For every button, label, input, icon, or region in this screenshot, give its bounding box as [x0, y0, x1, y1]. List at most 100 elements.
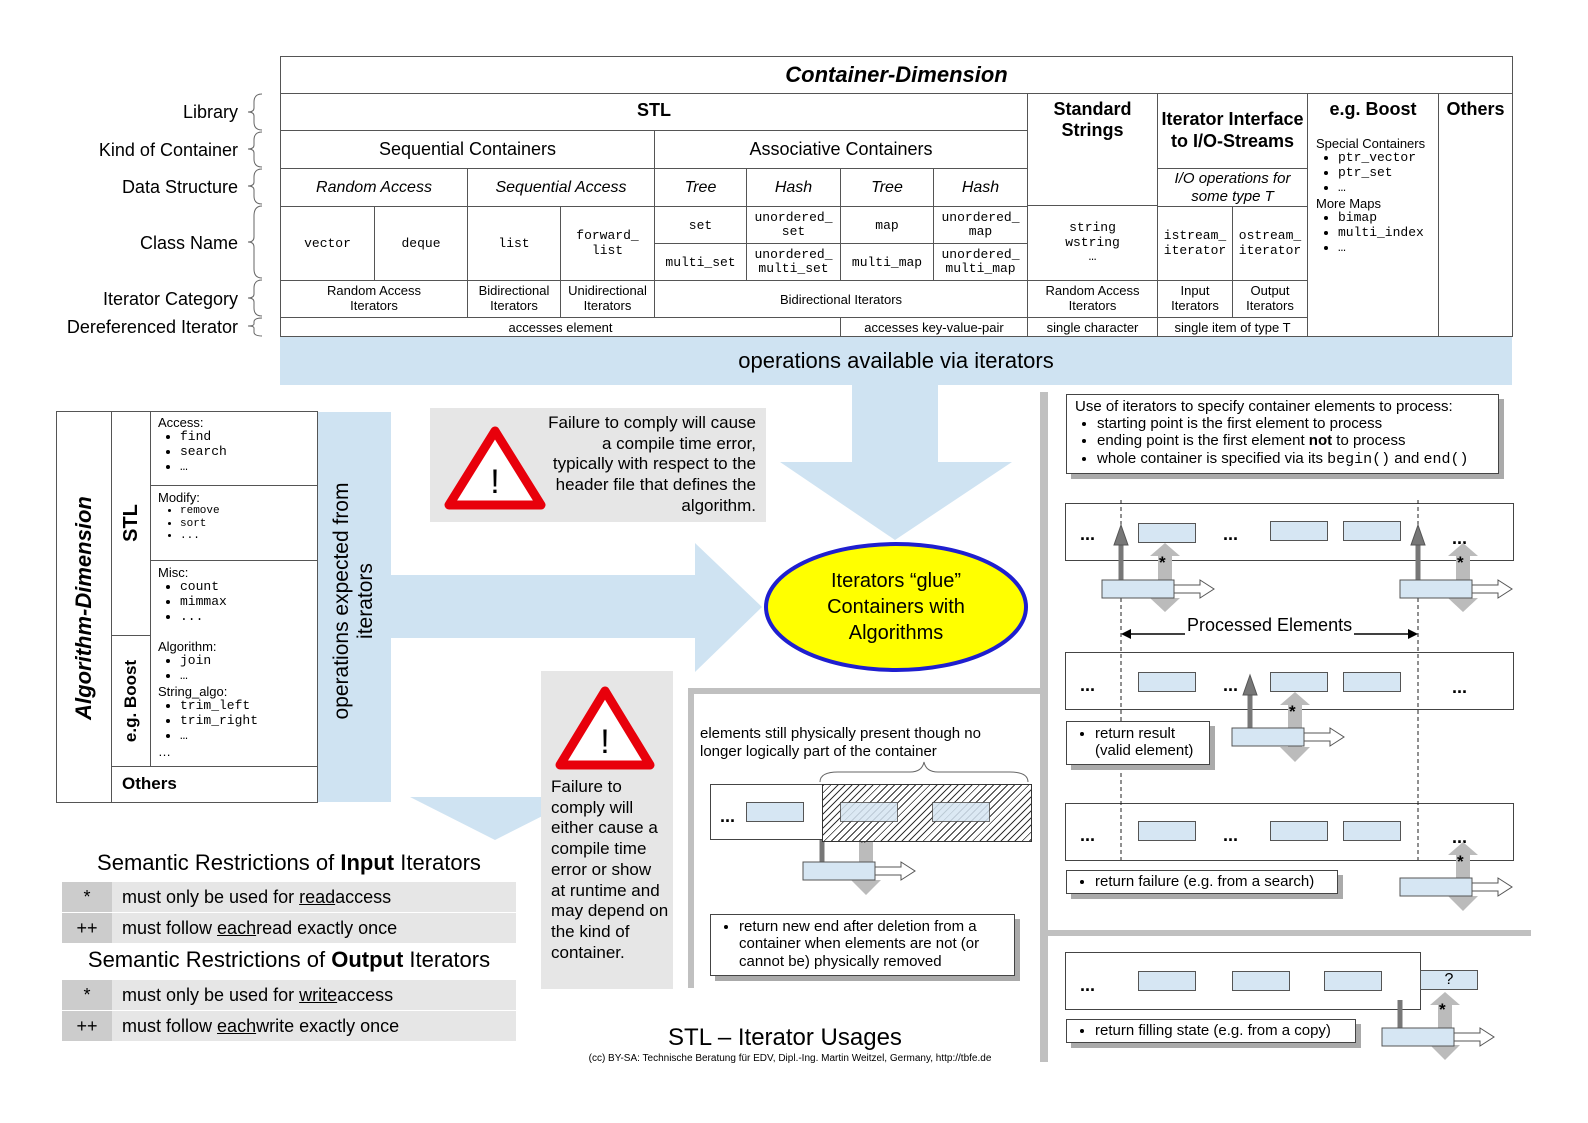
- class-wstring: wstring: [1065, 234, 1120, 250]
- algo-item: count: [180, 579, 227, 595]
- row-label-kind: Kind of Container: [98, 140, 238, 160]
- container-element: [1138, 672, 1196, 692]
- strip-ellipsis: ...: [1223, 825, 1239, 845]
- algo-item: trim_left: [180, 698, 258, 714]
- boost-maps-item: …: [1338, 240, 1438, 256]
- processed-elements-label: Processed Elements: [1185, 615, 1355, 636]
- glue-ellipse: [764, 542, 1028, 672]
- use-box-title: Use of iterators to specify container el…: [1075, 398, 1453, 415]
- deref-star: *: [1457, 852, 1464, 871]
- output-sem-post: Iterators: [403, 947, 491, 972]
- output-sem-value: must only be used for write access: [112, 980, 516, 1010]
- input-sem-bold: Input: [340, 850, 395, 875]
- lib-others: Others: [1438, 93, 1513, 337]
- input-sem-key: *: [62, 882, 112, 912]
- input-sem-value: must only be used for read access: [112, 882, 516, 912]
- algo-boost-group: Algorithm: join … String_algo: trim_left…: [158, 639, 258, 759]
- boost-panel: Special Containers ptr_vector ptr_set … …: [1316, 136, 1438, 256]
- container-element: [1138, 523, 1196, 543]
- row-label-deref: Dereferenced Iterator: [66, 317, 238, 337]
- deletion-note: elements still physically present though…: [700, 725, 981, 760]
- boost-special-title: Special Containers: [1316, 136, 1426, 151]
- return-result-text: return result (valid element): [1095, 725, 1203, 760]
- algo-item: remove: [180, 505, 220, 518]
- boost-maps-title: More Maps: [1316, 195, 1382, 211]
- algo-item: find: [180, 429, 227, 445]
- algo-item: ...: [180, 609, 227, 625]
- footer-credit: (cc) BY-SA: Technische Beratung für EDV,…: [588, 1053, 992, 1064]
- warning-icon: !: [555, 686, 655, 770]
- input-sem-row: ++ must follow each read exactly once: [62, 913, 516, 943]
- ops-available-banner: operations available via iterators: [738, 348, 1054, 373]
- glue-text: Iterators “glue” Containers with Algorit…: [827, 570, 965, 644]
- return-result-callout: return result (valid element): [1066, 721, 1210, 765]
- deref-star: *: [1159, 553, 1166, 572]
- boost-maps-item: bimap: [1338, 210, 1438, 226]
- container-element: [1270, 821, 1328, 841]
- algo-item: ...: [180, 530, 220, 543]
- container-element: [1270, 521, 1328, 541]
- row-label-class: Class Name: [139, 233, 238, 253]
- algo-item: …: [180, 668, 258, 684]
- algo-stl-col: [111, 411, 151, 636]
- algo-item: trim_right: [180, 713, 258, 729]
- warning-text-2: Failure to comply will either cause a co…: [551, 777, 669, 962]
- cat-unidirectional: Unidirectional Iterators: [560, 280, 655, 318]
- boost-special-item: ptr_set: [1338, 165, 1438, 181]
- row-label-braces: [247, 93, 263, 337]
- strip-ellipsis: ...: [1452, 677, 1468, 697]
- algo-string-tail: …: [158, 743, 171, 759]
- algo-others-label: Others: [122, 774, 177, 793]
- class-string-more: …: [1088, 249, 1097, 265]
- strip-ellipsis: ...: [1080, 825, 1096, 845]
- deref-star: *: [1289, 702, 1296, 721]
- deref-star: *: [860, 833, 867, 852]
- class-string: string: [1069, 219, 1116, 235]
- warning-icon: !: [444, 426, 546, 510]
- row-label-iter-category: Iterator Category: [102, 289, 238, 309]
- output-sem-row: ++ must follow each write exactly once: [62, 1011, 516, 1041]
- deletion-brace: [819, 761, 1029, 783]
- algo-modify-group: Modify: remove sort ...: [158, 490, 220, 543]
- container-element: [746, 802, 804, 822]
- strip-ellipsis: ...: [1452, 827, 1468, 847]
- deref-star: *: [1439, 1000, 1446, 1019]
- svg-text:!: !: [600, 723, 609, 761]
- footer-title: STL – Iterator Usages: [668, 1024, 902, 1051]
- output-sem-row: * must only be used for write access: [62, 980, 516, 1010]
- deref-star: *: [1457, 553, 1464, 572]
- lib-strings: Standard Strings: [1027, 93, 1158, 206]
- strip-ellipsis: ...: [1223, 675, 1239, 695]
- container-element: [1138, 821, 1196, 841]
- algo-item: join: [180, 653, 258, 669]
- row-label-library: Library: [182, 102, 238, 122]
- algo-item: mimmax: [180, 594, 227, 610]
- algo-item: …: [180, 728, 258, 744]
- class-unordered-multi-set: unordered_ multi_set: [746, 243, 841, 281]
- algo-row-sep: [151, 560, 318, 561]
- algo-access-title: Access:: [158, 415, 204, 430]
- deref-item: single item of type T: [1157, 317, 1308, 337]
- algo-title-col: [56, 411, 112, 803]
- algo-string-title: String_algo:: [158, 683, 228, 699]
- output-sem-title: Semantic Restrictions of Output Iterator…: [62, 947, 516, 973]
- container-element: [1270, 672, 1328, 692]
- boost-special-item: …: [1338, 180, 1438, 196]
- class-ostream-iterator: ostream_ iterator: [1232, 206, 1308, 281]
- input-sem-pre: Semantic Restrictions of: [97, 850, 341, 875]
- algo-row-sep: [151, 485, 318, 486]
- class-unordered-multi-map: unordered_ multi_map: [933, 243, 1028, 281]
- algo-table: [56, 411, 318, 803]
- unknown-element: ?: [1420, 970, 1478, 990]
- return-failure-callout: return failure (e.g. from a search): [1066, 870, 1338, 894]
- strip-ellipsis: ...: [1223, 524, 1239, 544]
- strip-ellipsis: ...: [1080, 524, 1096, 544]
- algo-misc-title: Misc:: [158, 565, 189, 580]
- use-box-item: starting point is the first element to p…: [1097, 415, 1490, 432]
- return-filling-text: return filling state (e.g. from a copy): [1095, 1022, 1349, 1039]
- algo-item: search: [180, 444, 227, 460]
- container-element: [1343, 672, 1401, 692]
- row-label-structure: Data Structure: [121, 177, 238, 197]
- stale-element: [932, 802, 990, 822]
